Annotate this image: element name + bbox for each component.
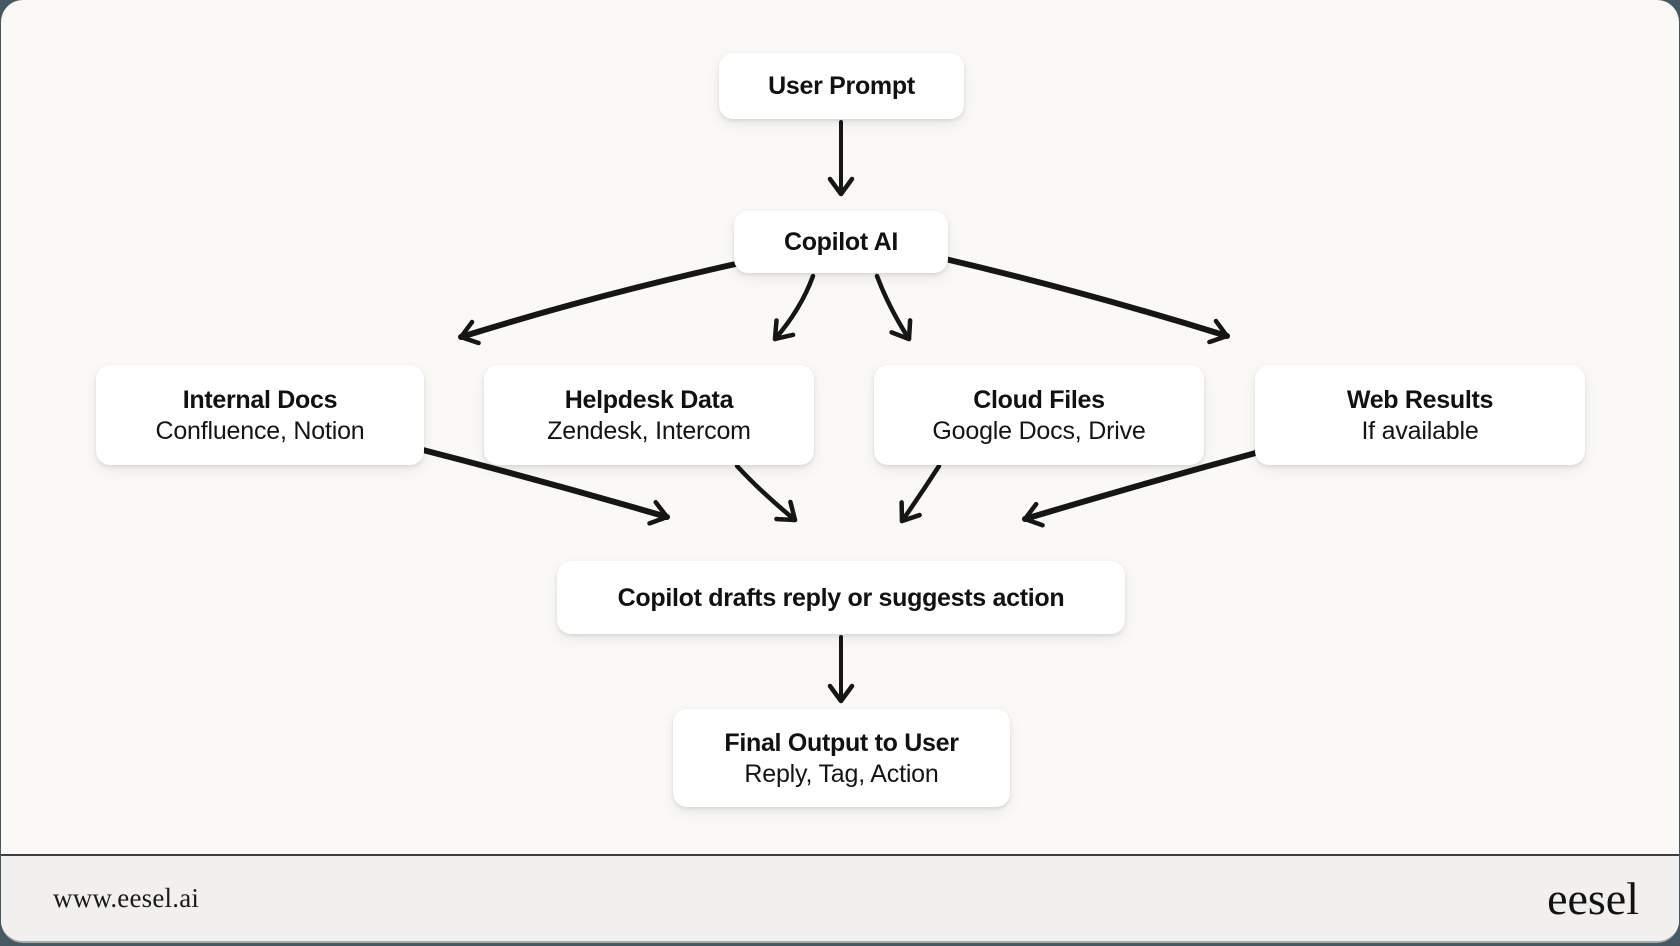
node-title: Helpdesk Data: [564, 385, 734, 414]
node-title: Web Results: [1346, 385, 1494, 414]
node-web-results: Web Results If available: [1255, 365, 1585, 465]
edge-copilot_ai-to-helpdesk_data: [772, 273, 816, 342]
node-helpdesk-data: Helpdesk Data Zendesk, Intercom: [484, 365, 814, 465]
node-title: Internal Docs: [182, 385, 338, 414]
node-cloud-files: Cloud Files Google Docs, Drive: [874, 365, 1204, 465]
node-title: Copilot AI: [783, 228, 899, 256]
node-title: Cloud Files: [973, 385, 1105, 414]
footer-bar: www.eesel.ai eesel: [1, 854, 1679, 941]
node-title: Final Output to User: [724, 728, 959, 757]
edge-helpdesk_data-to-draft_step: [734, 463, 798, 523]
node-copilot-ai: Copilot AI: [734, 211, 948, 273]
node-title: Copilot drafts reply or suggests action: [617, 583, 1065, 612]
node-title: User Prompt: [768, 72, 915, 100]
node-final-output: Final Output to User Reply, Tag, Action: [673, 709, 1010, 807]
node-subtitle: Reply, Tag, Action: [744, 759, 939, 788]
footer-website-url: www.eesel.ai: [53, 883, 200, 913]
node-user-prompt: User Prompt: [719, 53, 964, 119]
node-subtitle: If available: [1361, 416, 1479, 445]
eesel-logo: eesel: [1547, 873, 1639, 924]
node-subtitle: Confluence, Notion: [155, 416, 365, 445]
node-draft-step: Copilot drafts reply or suggests action: [557, 561, 1125, 634]
edge-copilot_ai-to-web_results: [938, 255, 1230, 345]
node-subtitle: Google Docs, Drive: [932, 416, 1146, 445]
node-internal-docs: Internal Docs Confluence, Notion: [96, 365, 424, 465]
node-subtitle: Zendesk, Intercom: [547, 416, 751, 445]
edge-copilot_ai-to-internal_docs: [458, 258, 752, 346]
flowchart: User Prompt Copilot AI Internal Docs Con…: [1, 0, 1679, 854]
edge-cloud_files-to-draft_step: [899, 463, 942, 524]
edge-copilot_ai-to-cloud_files: [874, 273, 913, 342]
